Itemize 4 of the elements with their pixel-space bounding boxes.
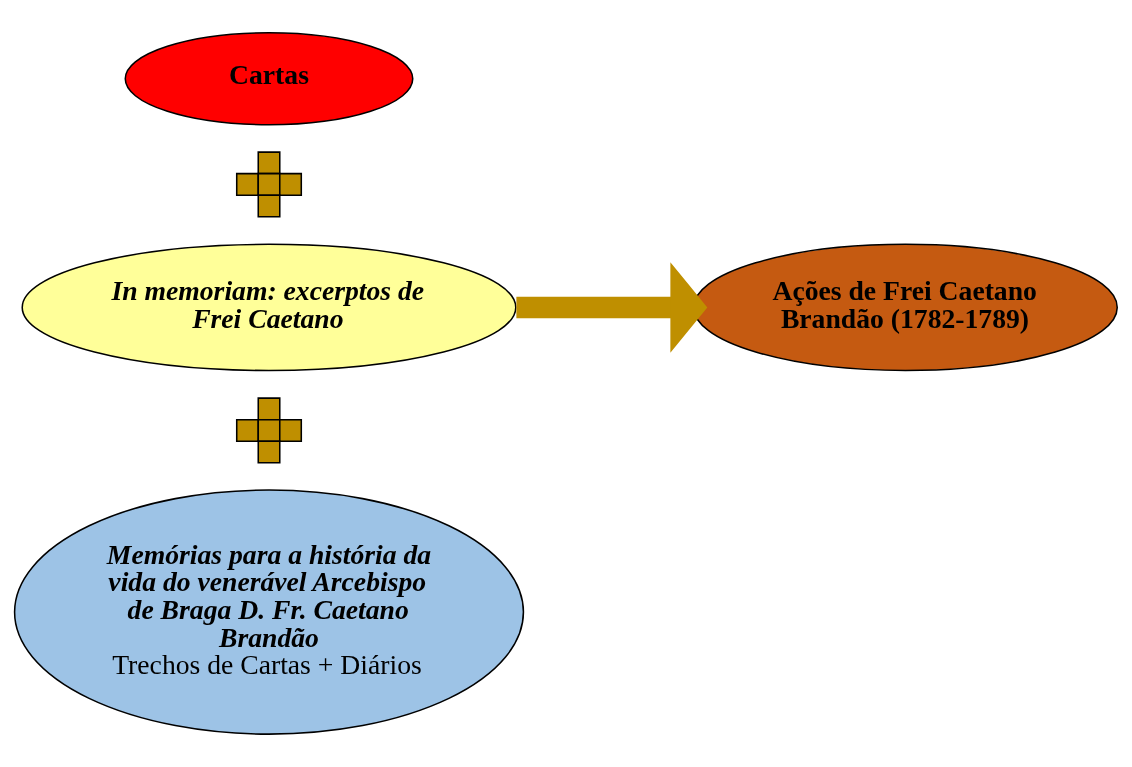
node-ellipse: Cartas [124, 32, 414, 126]
arrow [516, 262, 708, 353]
node-ellipse: Memórias para a história da vida do venerável Arcebispo de Braga D. Fr. Caetano Brandão Trechos de Cartas + Diários [13, 489, 525, 735]
node-ellipse: In memoriam: excerptos de Frei Caetano [21, 243, 517, 372]
